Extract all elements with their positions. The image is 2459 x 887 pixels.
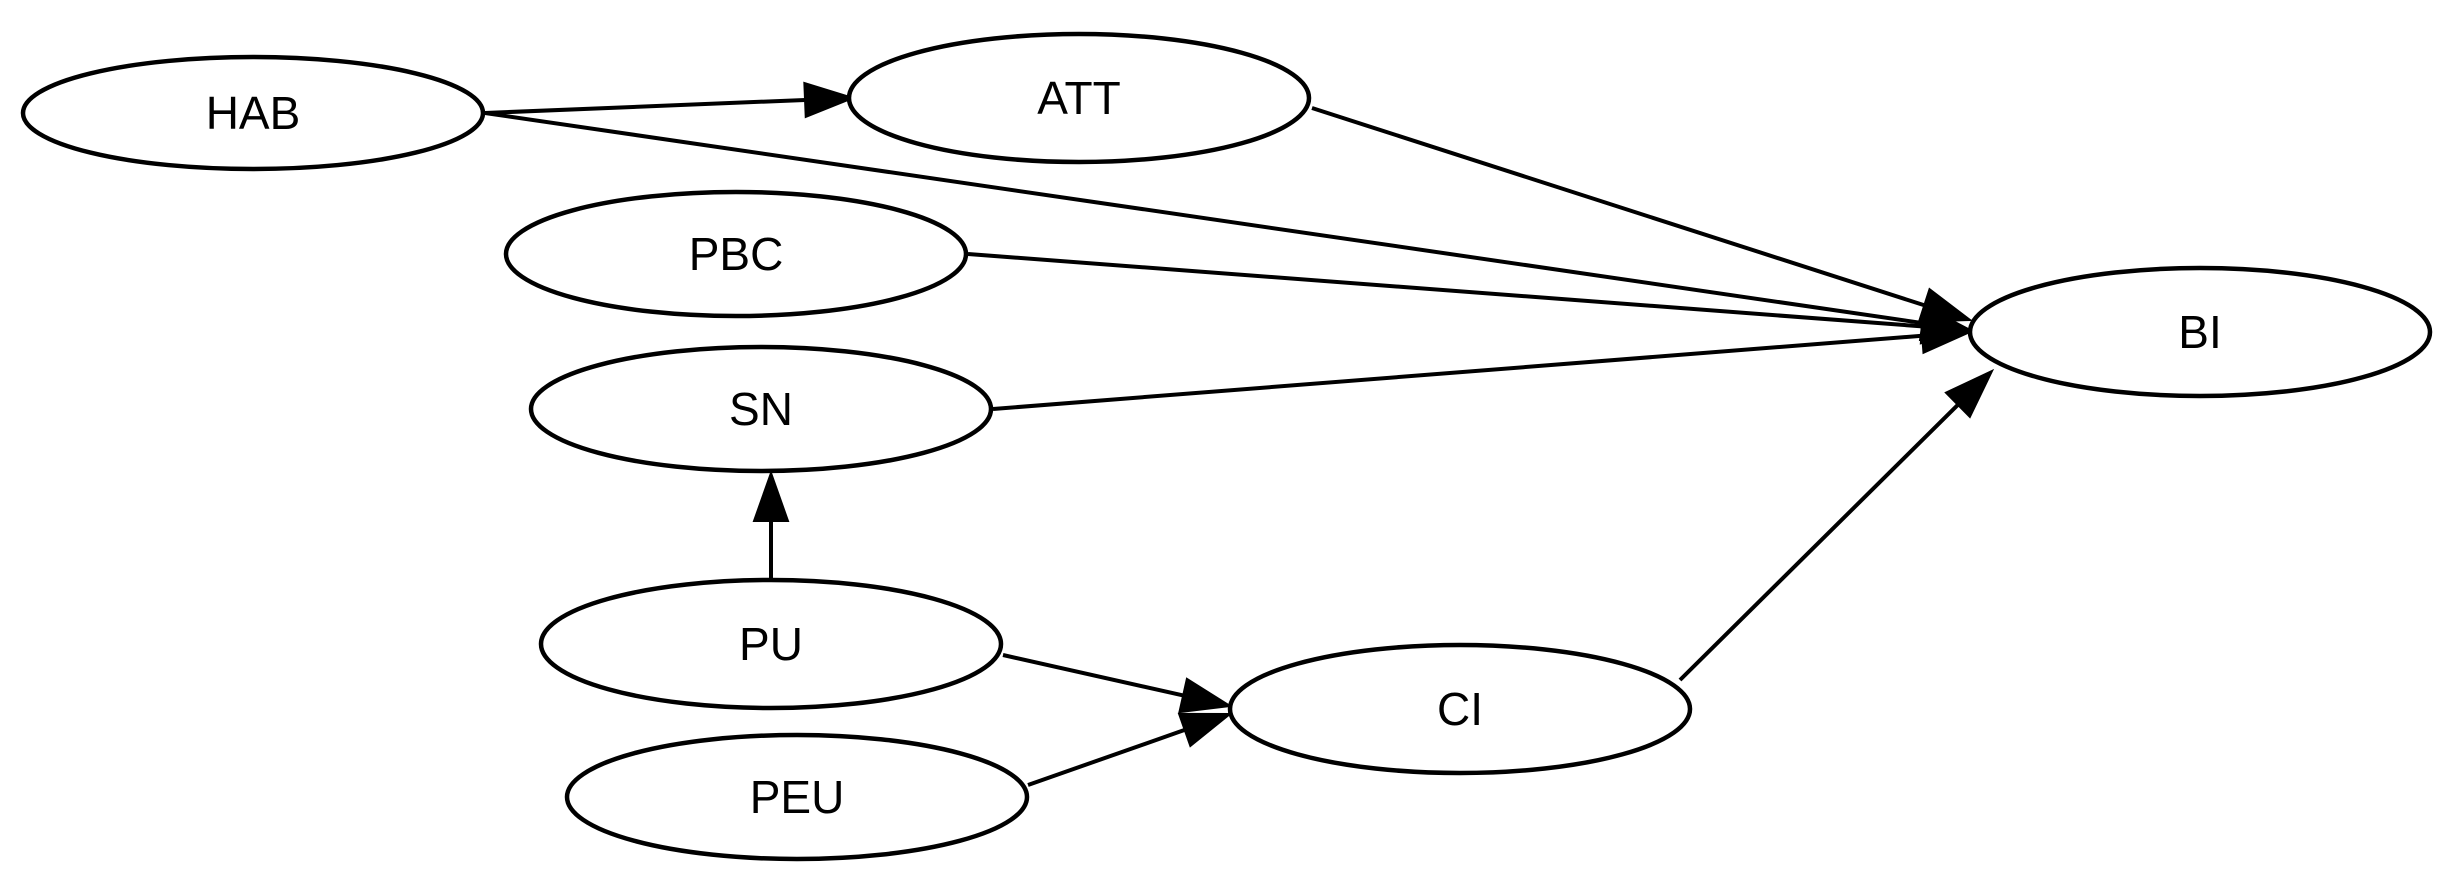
- edge-peu-to-ci: [1027, 712, 1233, 787]
- edge-pu-to-ci: [1002, 653, 1233, 714]
- node-pu: PU: [538, 577, 1004, 711]
- edge-line: [1311, 106, 1925, 308]
- edge-sn-to-bi: [992, 317, 1973, 411]
- node-bi: BI: [1967, 265, 2433, 399]
- node-sn: SN: [528, 344, 994, 474]
- node-ci-label: CI: [1437, 683, 1483, 735]
- arrowhead-icon: [1919, 317, 1973, 355]
- edge-line: [484, 111, 1923, 326]
- node-pbc-label: PBC: [689, 228, 784, 280]
- arrowhead-icon: [752, 470, 790, 522]
- arrowhead-icon: [1177, 712, 1233, 748]
- node-att: ATT: [846, 31, 1312, 165]
- edge-ci-to-bi: [1678, 368, 1995, 682]
- edge-hab-to-att: [484, 81, 856, 119]
- edge-line: [967, 252, 1923, 329]
- node-hab-label: HAB: [206, 87, 301, 139]
- arrowhead-icon: [1944, 368, 1995, 419]
- edge-line: [484, 97, 806, 115]
- edge-pu-to-sn: [752, 470, 790, 578]
- arrowhead-icon: [1178, 677, 1233, 714]
- arrowhead-icon: [803, 81, 856, 119]
- edges-layer: [484, 81, 1995, 787]
- node-bi-label: BI: [2178, 306, 2221, 358]
- node-hab: HAB: [20, 54, 486, 172]
- edge-line: [1678, 403, 1960, 682]
- edge-line: [992, 333, 1923, 411]
- node-pu-label: PU: [739, 618, 803, 670]
- node-peu: PEU: [564, 732, 1030, 862]
- node-peu-label: PEU: [750, 771, 845, 823]
- edge-line: [1027, 728, 1186, 787]
- node-pbc: PBC: [503, 189, 969, 319]
- edge-pbc-to-bi: [967, 252, 1973, 345]
- edge-line: [1002, 653, 1184, 698]
- node-ci: CI: [1227, 642, 1693, 776]
- node-att-label: ATT: [1037, 72, 1120, 124]
- node-sn-label: SN: [729, 383, 793, 435]
